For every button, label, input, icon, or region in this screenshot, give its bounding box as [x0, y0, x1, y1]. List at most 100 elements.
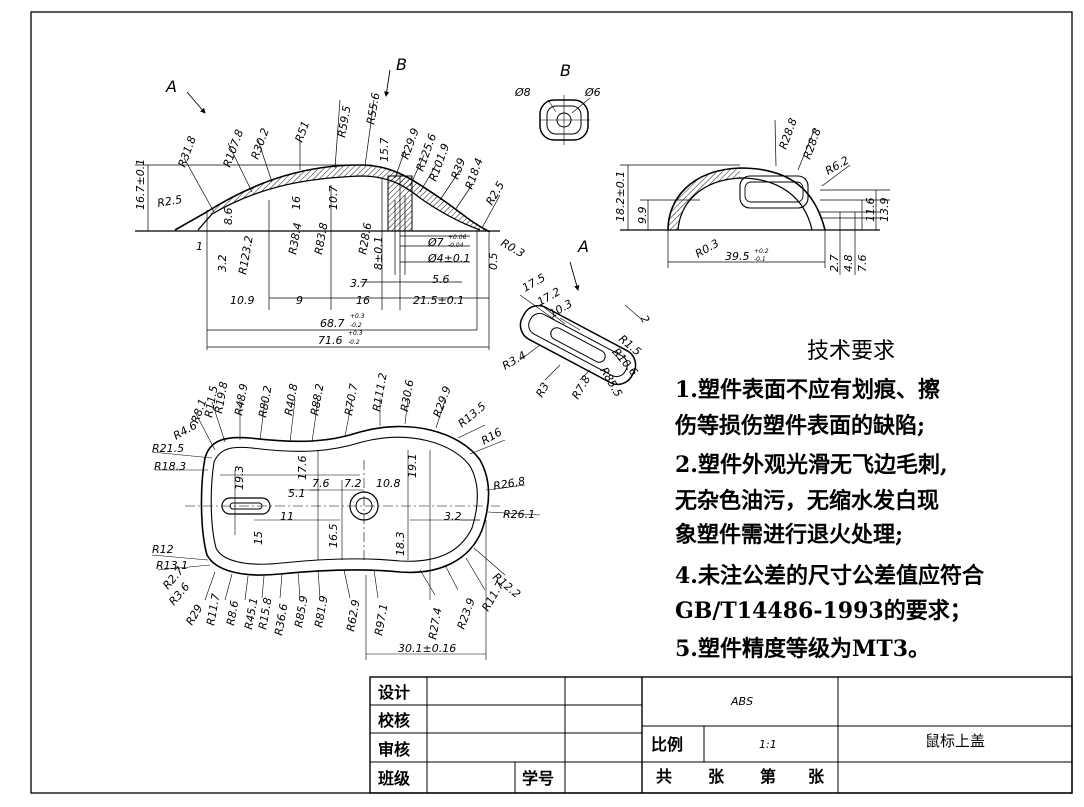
- radius-label: R80.2: [256, 385, 274, 419]
- title-block: [369, 676, 1073, 794]
- total-label: 共: [656, 767, 672, 786]
- page-label: 第: [760, 767, 776, 786]
- dim-label: 16.5: [327, 524, 340, 549]
- top-view: [151, 397, 541, 660]
- dim-label: 30.1±0.16: [398, 642, 456, 655]
- review-label: 审核: [378, 740, 410, 759]
- dim-label: 7.6: [856, 255, 869, 273]
- sheet-label: 张: [808, 767, 825, 786]
- scale-label: 比例: [651, 735, 683, 754]
- dim-label: 7.2: [344, 477, 362, 490]
- tolerance-lower: -0.1: [754, 256, 766, 263]
- dim-label: 10.7: [327, 186, 340, 211]
- dim-label: 8±0.1: [372, 236, 385, 270]
- dim-label: 11: [280, 510, 294, 523]
- material-value: ABS: [730, 695, 753, 708]
- radius-label: R27.4: [426, 607, 444, 641]
- radius-label: R83.8: [312, 222, 330, 256]
- tech-line: 象塑件需进行退火处理;: [675, 522, 903, 548]
- dim-label: 21.5±0.1: [413, 294, 464, 307]
- title-block-text: 设计 校核 审核 班级 学号 ABS 比例 1:1 鼠标上盖 共 张 第 张: [378, 683, 985, 788]
- radius-label: R30.2: [249, 126, 272, 161]
- radius-label: R26.1: [503, 508, 535, 521]
- dim-label: 71.6: [318, 334, 343, 347]
- top-view-labels: R8.1 R19.8 R11.5 R48.9 R80.2 R40.8 R88.2…: [152, 372, 535, 655]
- dim-label: 10.8: [376, 477, 401, 490]
- radius-label: R3: [533, 380, 552, 399]
- dim-label: 3.2: [216, 255, 229, 273]
- dim-label: 2.7: [828, 255, 841, 273]
- tolerance-upper: +0.3: [348, 330, 363, 337]
- dim-label: Ø8: [514, 86, 531, 99]
- radius-label: R2.5: [483, 179, 507, 207]
- radius-label: R29: [183, 602, 205, 627]
- radius-label: R23.9: [455, 596, 478, 631]
- radius-label: R8.6: [224, 600, 241, 627]
- dim-label: 18.3: [394, 532, 407, 557]
- tech-line: 伤等损伤塑件表面的缺陷;: [674, 413, 925, 439]
- view-label-a: A: [165, 77, 177, 96]
- dim-label: 9.9: [636, 207, 649, 225]
- dim-label: 10.9: [230, 294, 255, 307]
- radius-label: R36.6: [272, 603, 290, 637]
- radius-label: R62.9: [344, 599, 362, 633]
- radius-label: R38.4: [286, 222, 304, 256]
- dim-label: Ø7: [427, 236, 444, 249]
- dim-label: 15.7: [378, 138, 391, 163]
- design-label: 设计: [378, 683, 410, 702]
- view-label-b-section: B: [560, 61, 571, 80]
- radius-label: R48.9: [232, 383, 250, 417]
- radius-label: R28.8: [801, 126, 824, 161]
- radius-label: R0.3: [499, 236, 527, 260]
- section-b-view: [539, 95, 591, 145]
- section-a-view: [519, 261, 641, 386]
- radius-label: R88.2: [308, 383, 326, 417]
- radius-label: R55.6: [364, 92, 382, 126]
- tech-line: 4.未注公差的尺寸公差值应符合: [675, 563, 985, 589]
- radius-label: R51: [293, 119, 313, 144]
- technical-requirements: 技术要求 1.塑件表面不应有划痕、擦 伤等损伤塑件表面的缺陷; 2.塑件外观光滑…: [674, 339, 985, 662]
- tolerance-lower: -0.2: [348, 339, 360, 346]
- radius-label: R29.9: [431, 384, 454, 419]
- radius-label: R11.5: [202, 385, 220, 419]
- dim-label: Ø4±0.1: [427, 252, 470, 265]
- section-a-labels: A 17.5 17.2 10.3 2 R3.4 R3 R7.8 R85.5 R1…: [500, 237, 652, 402]
- dim-label: 15: [252, 531, 265, 545]
- dim-label: 13.9: [878, 198, 891, 223]
- radius-label: R16: [479, 426, 504, 448]
- dim-label: 19.1: [406, 454, 419, 479]
- dim-label: 17.6: [296, 456, 309, 481]
- radius-label: R13.1: [156, 559, 188, 572]
- radius-label: R70.7: [342, 383, 360, 417]
- view-label-a-section: A: [577, 237, 589, 256]
- class-label: 班级: [378, 769, 411, 788]
- radius-label: R21.5: [152, 442, 184, 455]
- radius-label: R85.5: [597, 365, 624, 399]
- sheet-label: 张: [708, 767, 725, 786]
- radius-label: R2.5: [156, 193, 183, 210]
- radius-label: R12: [152, 543, 174, 556]
- tech-line: 5.塑件精度等级为MT3。: [675, 636, 930, 662]
- radius-label: R19.8: [212, 381, 230, 415]
- radius-label: R45.1: [242, 597, 260, 631]
- tech-line: 1.塑件表面不应有划痕、擦: [675, 377, 940, 403]
- side-view: [135, 69, 501, 350]
- radius-label: R123.2: [236, 235, 256, 276]
- dim-label: 1: [196, 240, 203, 253]
- radius-label: R40.8: [282, 383, 300, 417]
- tech-title: 技术要求: [807, 339, 895, 364]
- radius-label: R81.9: [312, 595, 330, 629]
- section-b-labels: B Ø8 Ø6: [514, 61, 601, 99]
- dim-label: Ø6: [584, 86, 601, 99]
- radius-label: R59.5: [335, 105, 353, 139]
- dim-label: 4.8: [842, 255, 855, 273]
- radius-label: R3.4: [500, 349, 528, 373]
- dim-label: 3.7: [350, 277, 368, 290]
- dim-label: 19.3: [233, 466, 246, 491]
- dim-label: 16.7±0.1: [134, 159, 147, 210]
- radius-label: R26.8: [492, 475, 526, 493]
- view-label-b: B: [396, 55, 407, 74]
- dim-label: 16: [356, 294, 370, 307]
- radius-label: R107.8: [221, 128, 247, 169]
- tolerance-upper: +0.06: [448, 234, 467, 241]
